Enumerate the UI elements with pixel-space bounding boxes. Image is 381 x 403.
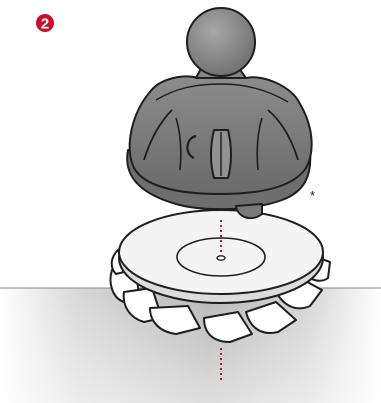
step-badge: 2 [36, 14, 54, 33]
step-number: 2 [41, 16, 49, 33]
suction-mount-icon [127, 8, 311, 218]
mounting-surface [0, 288, 381, 403]
annotation-mark: * [310, 188, 315, 203]
mount-ball [187, 8, 255, 76]
